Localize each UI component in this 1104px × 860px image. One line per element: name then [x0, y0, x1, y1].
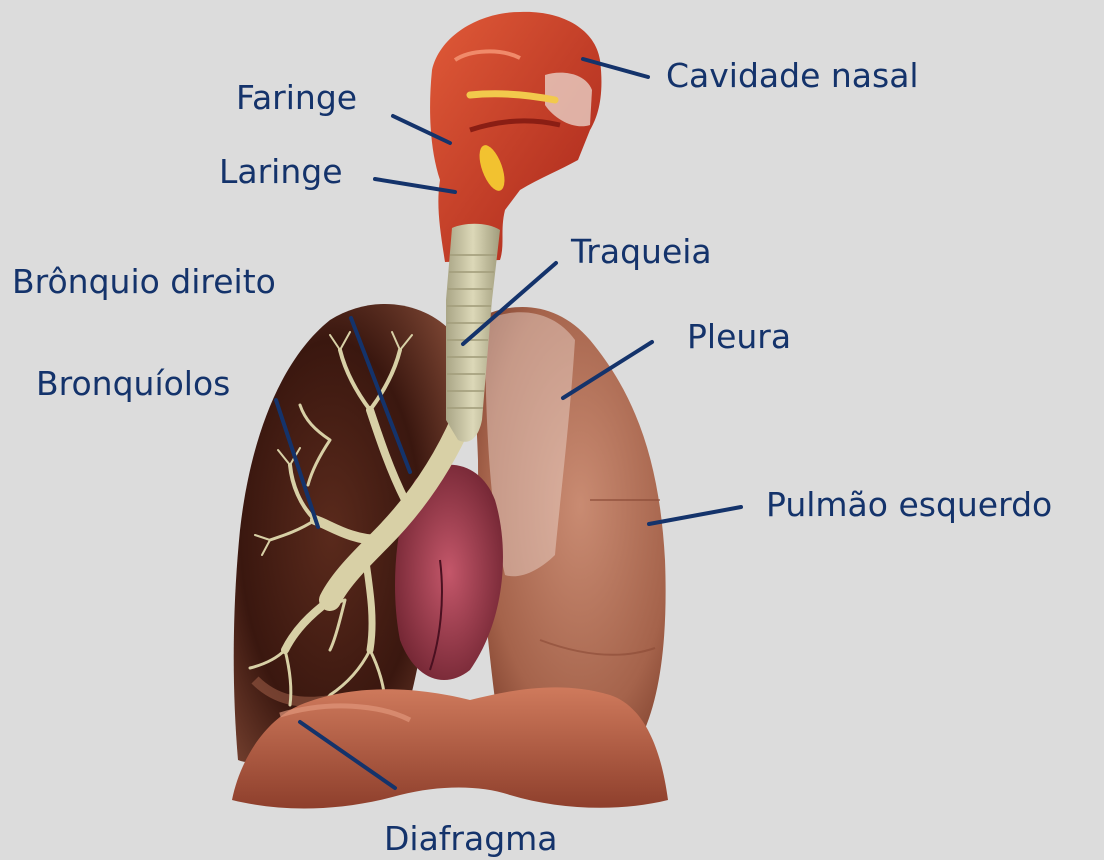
label-faringe: Faringe — [236, 81, 357, 114]
label-pulmao-esquerdo: Pulmão esquerdo — [766, 488, 1052, 521]
label-pleura: Pleura — [687, 320, 791, 353]
label-traqueia: Traqueia — [571, 235, 712, 268]
label-laringe: Laringe — [219, 155, 343, 188]
label-bronquio-direito: Brônquio direito — [12, 265, 276, 298]
label-cavidade-nasal: Cavidade nasal — [666, 59, 919, 92]
nasal-cavity-section — [430, 12, 601, 262]
label-diafragma: Diafragma — [384, 822, 558, 855]
leader-line-pulmao-esquerdo — [649, 507, 741, 524]
label-bronquiolos: Bronquíolos — [36, 367, 230, 400]
